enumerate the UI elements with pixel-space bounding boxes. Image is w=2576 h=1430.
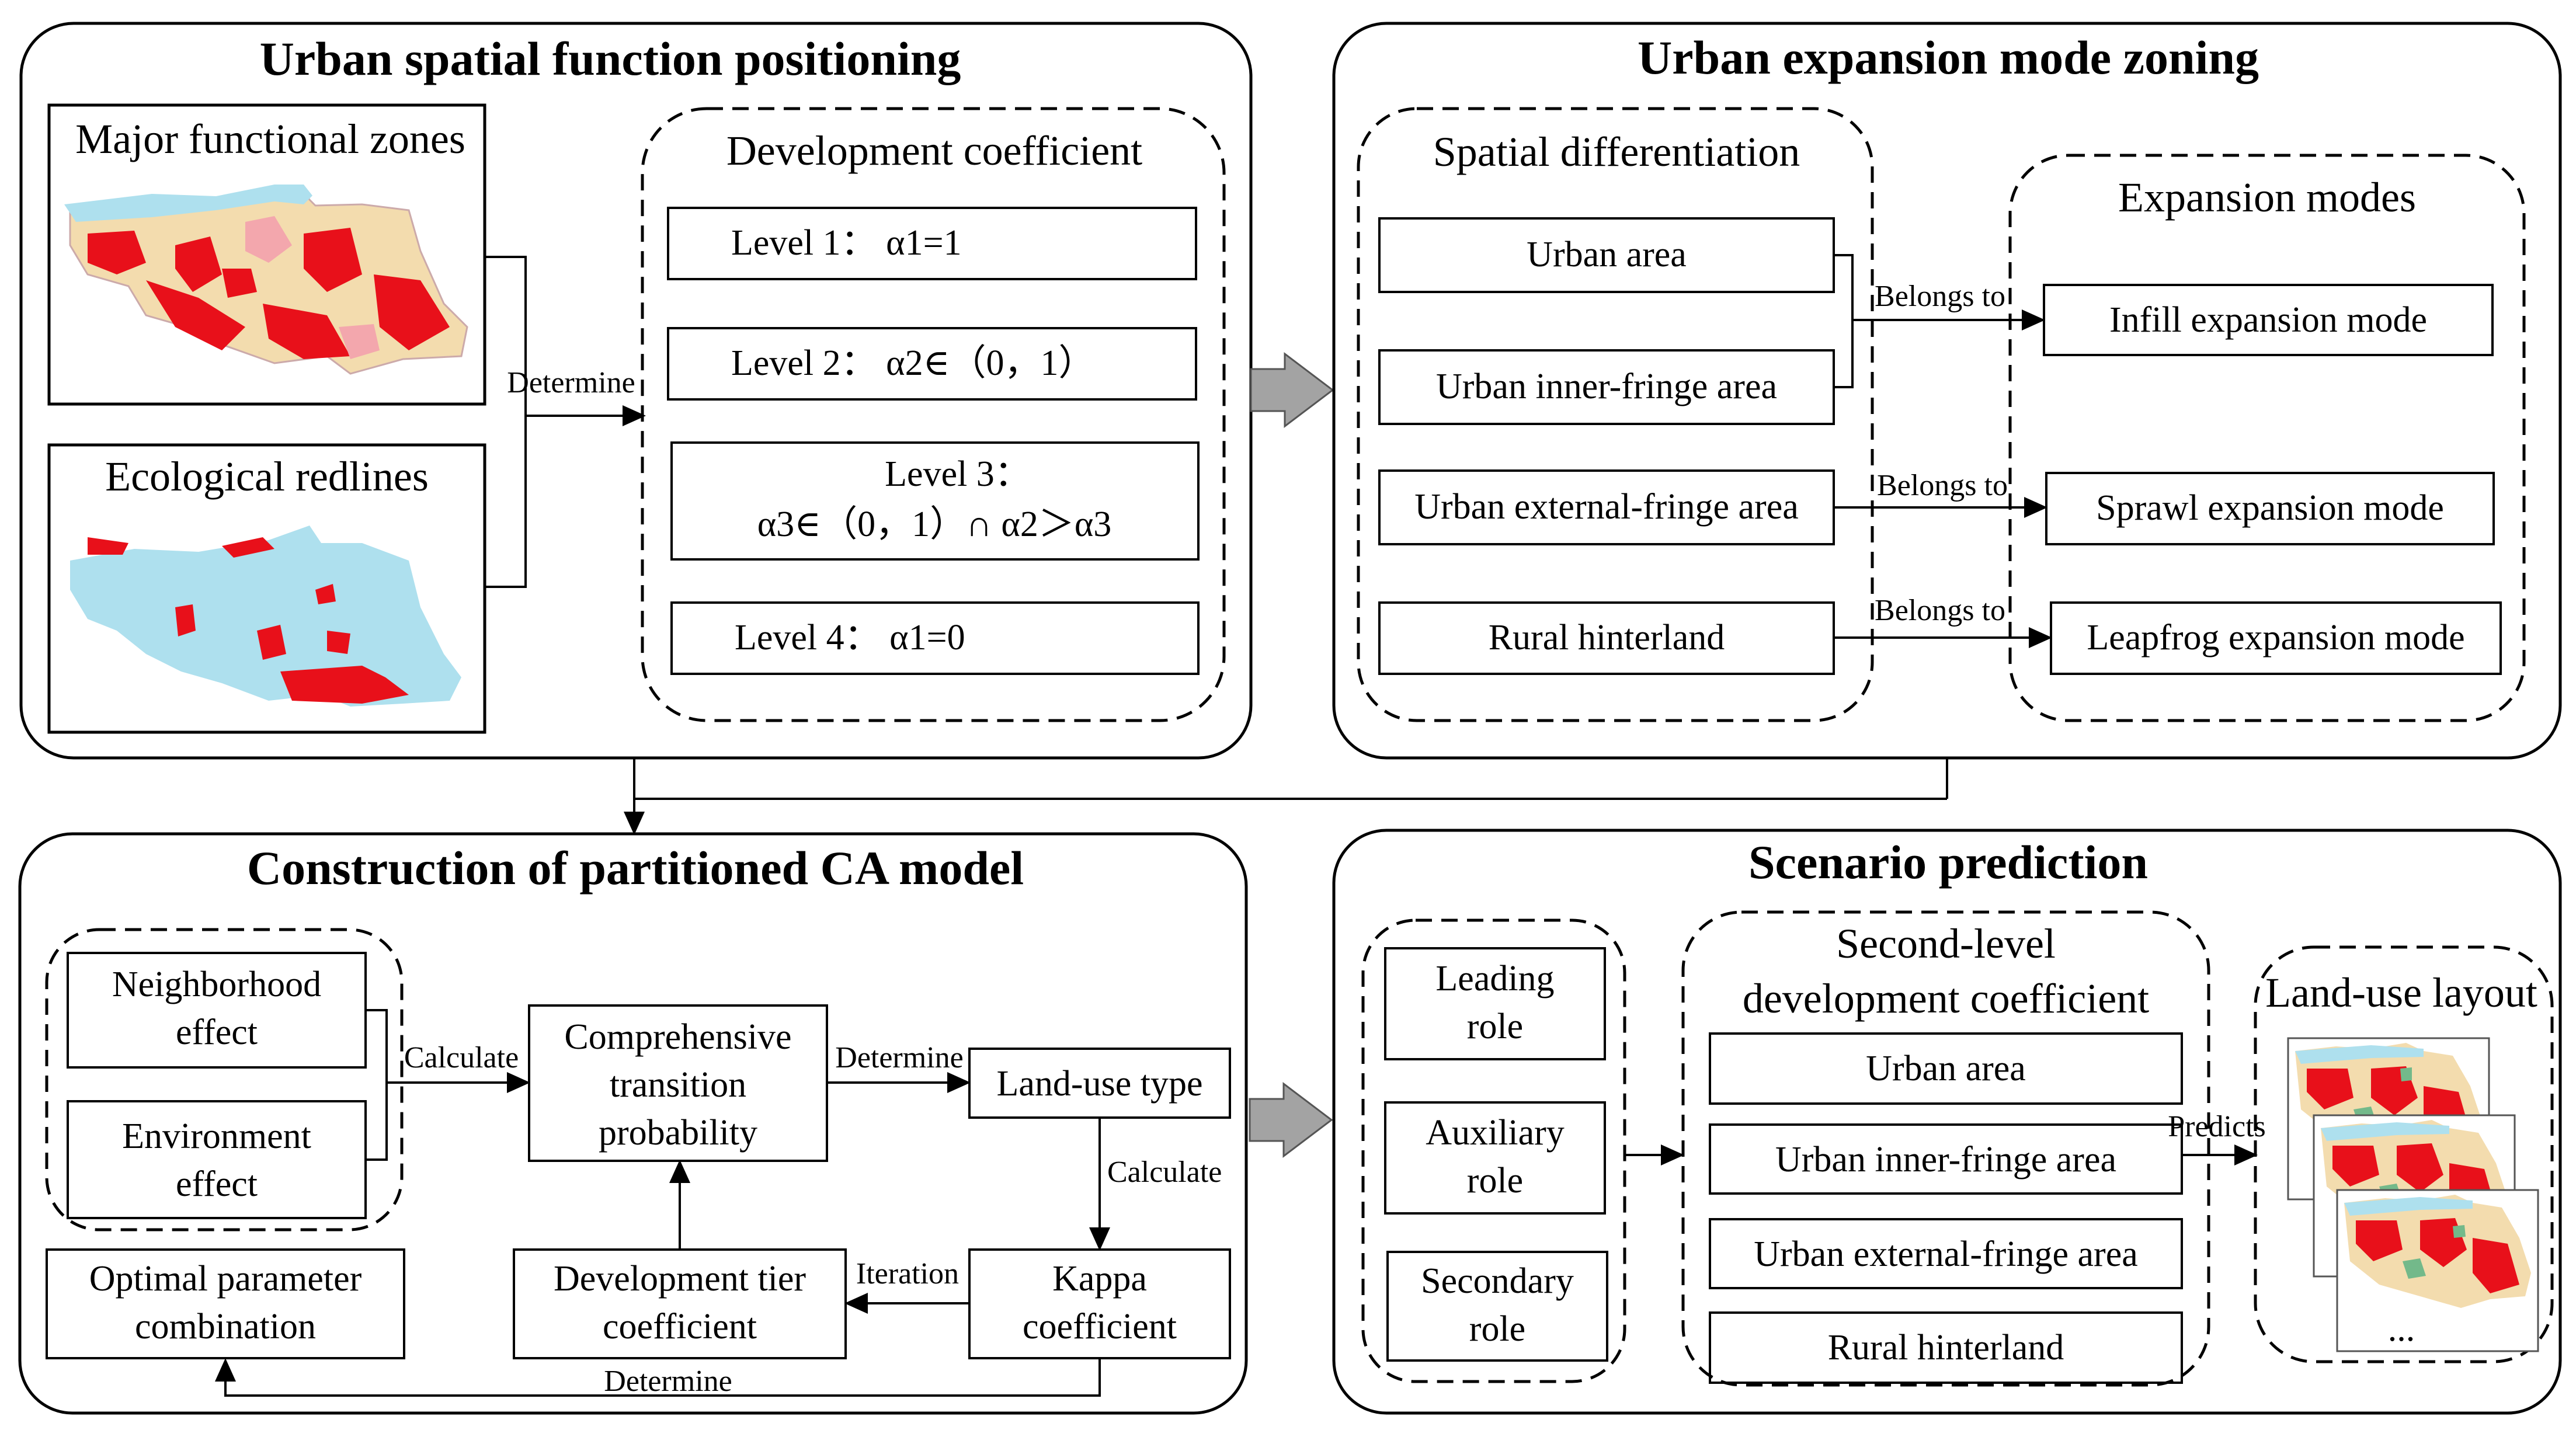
leading-role-text-2: role — [1467, 1007, 1523, 1046]
determine-bottom-arrow — [215, 1358, 1101, 1397]
determine-label-ca: Determine — [835, 1041, 963, 1074]
secondary-role-text-1: Secondary — [1421, 1261, 1574, 1301]
level4-text: Level 4： α1=0 — [735, 618, 965, 657]
panel-ca-title: Construction of partitioned CA model — [247, 841, 1024, 895]
scen-rural-box — [1709, 1311, 2183, 1384]
scen-urban-area-text: Urban area — [1866, 1049, 2026, 1088]
determine-edge-label: Determine — [507, 366, 635, 399]
belongs-to-label-3: Belongs to — [1875, 594, 2005, 627]
comp-transition-text-2: transition — [610, 1065, 746, 1105]
landuse-layout-ellipsis: ... — [2388, 1309, 2415, 1349]
neighborhood-text-1: Neighborhood — [112, 965, 321, 1004]
environment-text-2: effect — [176, 1164, 258, 1204]
calculate-label-1: Calculate — [404, 1041, 519, 1074]
belongs-to-label-1: Belongs to — [1875, 280, 2005, 313]
effects-group — [45, 928, 404, 1231]
sprawl-mode-text: Sprawl expansion mode — [2096, 488, 2444, 528]
landuse-map-stack — [2287, 1037, 2539, 1352]
maps-bracket — [485, 256, 527, 588]
comp-transition-text-3: probability — [599, 1113, 757, 1153]
leapfrog-mode-box — [2050, 601, 2502, 675]
level4-box — [670, 601, 1200, 675]
expansion-modes-title: Expansion modes — [2118, 174, 2416, 221]
level2-box — [667, 327, 1197, 401]
auxiliary-role-text-2: role — [1467, 1161, 1523, 1201]
flow-arrow-bottom — [1249, 1081, 1333, 1158]
auxiliary-role-box — [1384, 1101, 1606, 1215]
environment-text-1: Environment — [122, 1116, 311, 1156]
leading-role-box — [1384, 947, 1606, 1060]
scen-inner-fringe-box — [1709, 1123, 2183, 1195]
second-level-title-1: Second-level — [1836, 920, 2056, 967]
second-level-title-2: development coefficient — [1743, 975, 2149, 1022]
landuse-type-text: Land-use type — [997, 1064, 1203, 1104]
eco-redlines-box — [47, 443, 486, 734]
panel-ca-model: Construction of partitioned CA model Nei… — [18, 832, 1248, 1415]
kappa-text-1: Kappa — [1052, 1259, 1147, 1299]
scen-inner-fringe-text: Urban inner-fringe area — [1775, 1140, 2116, 1180]
flow-arrow-top — [1250, 352, 1334, 429]
iteration-label: Iteration — [856, 1257, 959, 1290]
landuse-layout-title: Land-use layout — [2265, 969, 2537, 1016]
belongs-to-label-2: Belongs to — [1877, 469, 2008, 502]
major-zones-map — [64, 185, 468, 375]
infill-mode-box — [2043, 284, 2494, 356]
optimal-param-text-2: combination — [135, 1307, 316, 1347]
secondary-role-box — [1386, 1251, 1608, 1362]
secondary-role-text-2: role — [1469, 1309, 1525, 1349]
leading-role-text-1: Leading — [1435, 959, 1554, 998]
dev-tier-text-1: Development tier — [554, 1259, 806, 1299]
scen-external-fringe-text: Urban external-fringe area — [1754, 1234, 2137, 1274]
spatial-diff-title: Spatial differentiation — [1433, 128, 1800, 175]
level1-text: Level 1： α1=1 — [731, 223, 962, 263]
scen-urban-area-box — [1709, 1032, 2183, 1105]
panel-zoning-title: Urban expansion mode zoning — [1638, 31, 2259, 84]
determine-bottom-label: Determine — [604, 1365, 732, 1398]
panel-positioning: Urban spatial function positioning Major… — [19, 22, 1253, 760]
panel-ca-frame — [18, 832, 1248, 1415]
second-level-group — [1681, 910, 2210, 1387]
kappa-text-2: coefficient — [1023, 1307, 1177, 1347]
dev-coef-title: Development coefficient — [726, 127, 1142, 174]
panel-scenario-frame — [1332, 829, 2562, 1415]
zoning-external-fringe-text: Urban external-fringe area — [1414, 487, 1798, 527]
level3-text-line1: Level 3： — [885, 454, 1031, 494]
dev-coef-group — [641, 107, 1226, 722]
infill-mode-text: Infill expansion mode — [2109, 300, 2427, 340]
neighborhood-text-2: effect — [176, 1013, 258, 1052]
level3-text-line2: α3∈（0，1）∩ α2＞α3 — [757, 504, 1112, 544]
level3-box — [670, 441, 1200, 561]
level2-text: Level 2： α2∈（0，1） — [731, 343, 1095, 383]
optimal-param-text-1: Optimal parameter — [89, 1259, 362, 1299]
panel-positioning-title: Urban spatial function positioning — [260, 32, 961, 85]
scen-external-fringe-box — [1709, 1218, 2183, 1289]
dev-tier-text-2: coefficient — [603, 1307, 757, 1347]
zoning-inner-fringe-text: Urban inner-fringe area — [1436, 367, 1777, 406]
predicts-label: Predicts — [2168, 1110, 2266, 1143]
zoning-bracket — [1834, 254, 1854, 388]
comp-transition-text-1: Comprehensive — [564, 1017, 791, 1057]
level1-box — [667, 207, 1197, 280]
calculate-label-2: Calculate — [1107, 1156, 1222, 1189]
scen-rural-text: Rural hinterland — [1828, 1328, 2064, 1368]
effects-bracket — [366, 1009, 388, 1161]
landuse-layout-group — [2254, 945, 2554, 1363]
panel-zoning: Urban expansion mode zoning Spatial diff… — [1332, 22, 2562, 760]
major-zones-label: Major functional zones — [75, 116, 465, 162]
sprawl-mode-box — [2045, 472, 2495, 545]
eco-redlines-label: Ecological redlines — [105, 453, 429, 500]
major-zones-box — [47, 103, 486, 406]
auxiliary-role-text-1: Auxiliary — [1426, 1113, 1565, 1153]
eco-redlines-map — [70, 526, 461, 707]
zoning-rural-text: Rural hinterland — [1489, 618, 1725, 657]
roles-group — [1361, 918, 1626, 1383]
panel-scenario: Scenario prediction Leading role Auxilia… — [1332, 829, 2562, 1415]
zoning-urban-area-text: Urban area — [1527, 235, 1687, 274]
leapfrog-mode-text: Leapfrog expansion mode — [2087, 618, 2464, 657]
panel-scenario-title: Scenario prediction — [1748, 836, 2148, 889]
spatial-diff-group — [1357, 107, 1874, 722]
